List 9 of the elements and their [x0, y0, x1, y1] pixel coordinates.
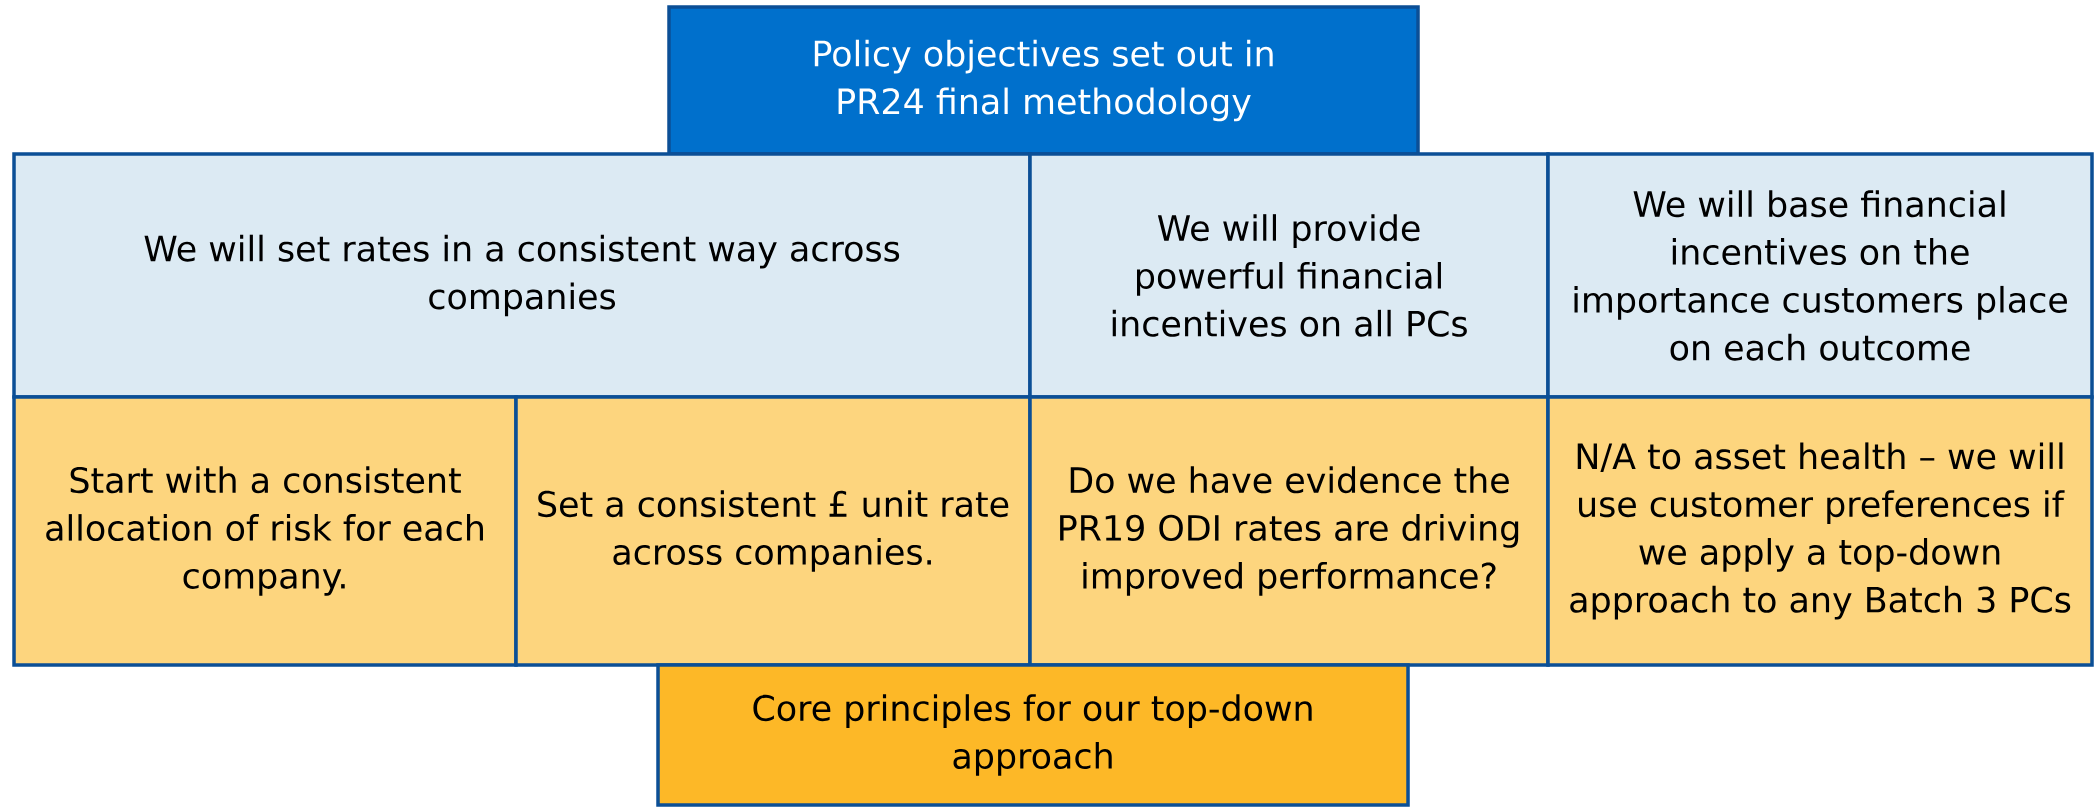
objective-cell: We will base financial incentives on the importance customers place on each outcome — [1546, 152, 2094, 399]
principle-cell: Start with a consistent allocation of risk for each company. — [12, 395, 518, 667]
principle-cell: N/A to asset health – we will use customer preferences if we apply a top-down approach to any Batch 3 PCs — [1546, 395, 2094, 667]
objective-cell: We will provide powerful financial incentives on all PCs — [1028, 152, 1550, 399]
banner-box: Core principles for our top-down approach — [656, 663, 1410, 807]
principle-cell: Do we have evidence the PR19 ODI rates are driving improved performance? — [1028, 395, 1550, 667]
objective-cell: We will set rates in a consistent way across companies — [12, 152, 1032, 399]
banner-box: Policy objectives set out in PR24 final methodology — [667, 5, 1420, 156]
principle-cell: Set a consistent £ unit rate across companies. — [514, 395, 1032, 667]
